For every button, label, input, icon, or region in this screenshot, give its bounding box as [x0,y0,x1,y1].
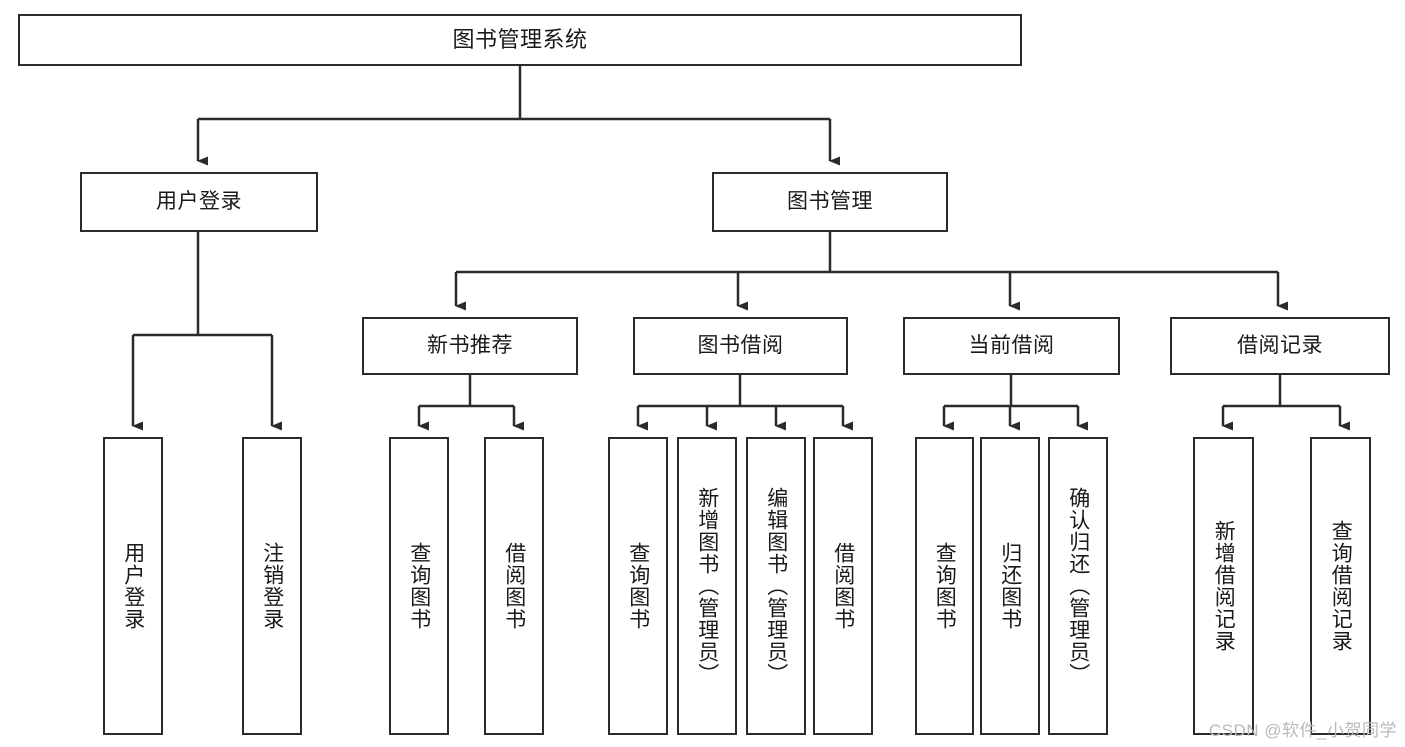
leaf-borrow-book[interactable]: 借阅图书 [813,437,873,735]
edge-current-borrow-to-leaves [942,375,1088,431]
leaf-user-login[interactable]: 用户登录 [103,437,163,735]
leaf-add-book-admin-label: 新增图书（管理员） [695,487,719,685]
node-borrow-record-label: 借阅记录 [1237,333,1323,357]
leaf-confirm-return-admin[interactable]: 确认归还（管理员） [1048,437,1108,735]
leaf-query-book-borrow-label: 查询图书 [626,542,650,630]
leaf-add-borrow-record-label: 新增借阅记录 [1212,520,1236,652]
leaf-add-book-admin[interactable]: 新增图书（管理员） [677,437,737,735]
leaf-query-book-borrow[interactable]: 查询图书 [608,437,668,735]
edge-borrow-to-leaves [636,375,853,431]
leaf-query-book-new-label: 查询图书 [407,542,431,630]
leaf-borrow-book-label: 借阅图书 [831,542,855,630]
node-new-book-recommend[interactable]: 新书推荐 [362,317,578,375]
leaf-query-book-current[interactable]: 查询图书 [915,437,974,735]
node-current-borrow[interactable]: 当前借阅 [903,317,1120,375]
node-borrow-record[interactable]: 借阅记录 [1170,317,1390,375]
leaf-edit-book-admin[interactable]: 编辑图书（管理员） [746,437,806,735]
node-user-login[interactable]: 用户登录 [80,172,318,232]
leaf-query-borrow-record[interactable]: 查询借阅记录 [1310,437,1371,735]
edge-user-login-to-leaves [131,232,282,431]
leaf-user-login-label: 用户登录 [121,542,145,630]
node-book-borrow-label: 图书借阅 [697,333,784,357]
leaf-confirm-return-admin-label: 确认归还（管理员） [1066,487,1090,685]
leaf-logout[interactable]: 注销登录 [242,437,302,735]
node-root-label: 图书管理系统 [452,27,588,53]
leaf-query-book-current-label: 查询图书 [933,542,957,630]
leaf-borrow-book-new[interactable]: 借阅图书 [484,437,544,735]
leaf-return-book[interactable]: 归还图书 [980,437,1040,735]
leaf-return-book-label: 归还图书 [998,542,1022,630]
leaf-query-borrow-record-label: 查询借阅记录 [1329,520,1353,652]
node-current-borrow-label: 当前借阅 [968,333,1055,357]
leaf-borrow-book-new-label: 借阅图书 [502,542,526,630]
edge-new-book-to-leaves [417,375,524,431]
leaf-add-borrow-record[interactable]: 新增借阅记录 [1193,437,1254,735]
leaf-edit-book-admin-label: 编辑图书（管理员） [764,487,788,685]
edge-root-to-level2 [196,66,840,166]
node-new-book-recommend-label: 新书推荐 [427,333,513,357]
leaf-query-book-new[interactable]: 查询图书 [389,437,449,735]
node-book-management-label: 图书管理 [787,189,873,213]
watermark-text: CSDN @软件_小贺同学 [1208,721,1397,740]
edge-book-mgmt-to-level3 [454,232,1288,311]
node-book-management[interactable]: 图书管理 [712,172,948,232]
leaf-logout-label: 注销登录 [260,542,284,630]
node-root[interactable]: 图书管理系统 [18,14,1022,66]
edge-record-to-leaves [1221,375,1350,431]
node-book-borrow[interactable]: 图书借阅 [633,317,848,375]
node-user-login-label: 用户登录 [156,189,242,213]
